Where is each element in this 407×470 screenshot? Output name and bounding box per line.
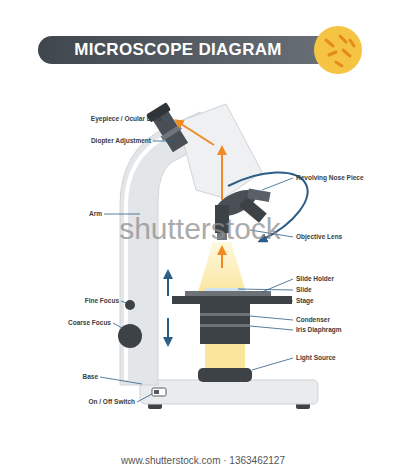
part-label: Diopter Adjustment <box>91 137 151 144</box>
iris-diaphragm <box>200 324 250 327</box>
objective-side <box>247 188 270 202</box>
light-arrow <box>178 122 214 145</box>
part-label: Condenser <box>296 316 330 323</box>
light-arrow <box>221 150 223 200</box>
diagram-title: MICROSCOPE DIAGRAM <box>74 41 282 60</box>
part-label: Coarse Focus <box>68 319 111 326</box>
light-source <box>198 368 252 382</box>
leader-lines <box>100 119 293 402</box>
slide <box>205 288 245 291</box>
head <box>178 104 262 198</box>
part-label: Slide <box>296 286 312 293</box>
bacteria-icon <box>314 26 362 74</box>
part-label: Eyepiece / Ocular Lens <box>91 115 162 122</box>
part-label: Light Source <box>296 354 336 361</box>
slide-holder <box>185 291 271 296</box>
light-glow <box>205 344 245 370</box>
bacteria-rods <box>326 36 354 66</box>
power-switch <box>152 388 166 396</box>
focus-arrow <box>167 274 169 296</box>
part-label: Fine Focus <box>85 297 119 304</box>
light-arrow <box>221 250 223 268</box>
base <box>140 380 318 404</box>
condenser-band <box>200 313 250 316</box>
condenser <box>200 304 250 344</box>
part-label: Objective Lens <box>296 233 342 240</box>
light-beam <box>198 242 246 292</box>
diopter-ring <box>161 125 182 141</box>
stage <box>172 296 292 304</box>
part-label: Slide Holder <box>296 275 334 282</box>
part-label: Arm <box>89 210 102 217</box>
title-band <box>38 36 348 64</box>
fine-focus-knob <box>125 300 135 310</box>
part-label: Revolving Nose Piece <box>296 174 364 181</box>
part-label: Iris Diaphragm <box>296 326 342 333</box>
watermark: shutterstock <box>119 212 281 245</box>
part-label: Base <box>82 373 98 380</box>
eyepiece <box>146 102 191 154</box>
part-label: Stage <box>296 297 314 304</box>
focus-arrow <box>167 318 169 342</box>
power-switch-toggle <box>154 390 159 394</box>
part-label: On / Off Switch <box>88 398 135 405</box>
watermark-url: www.shutterstock.com · 1363462127 <box>121 455 285 466</box>
